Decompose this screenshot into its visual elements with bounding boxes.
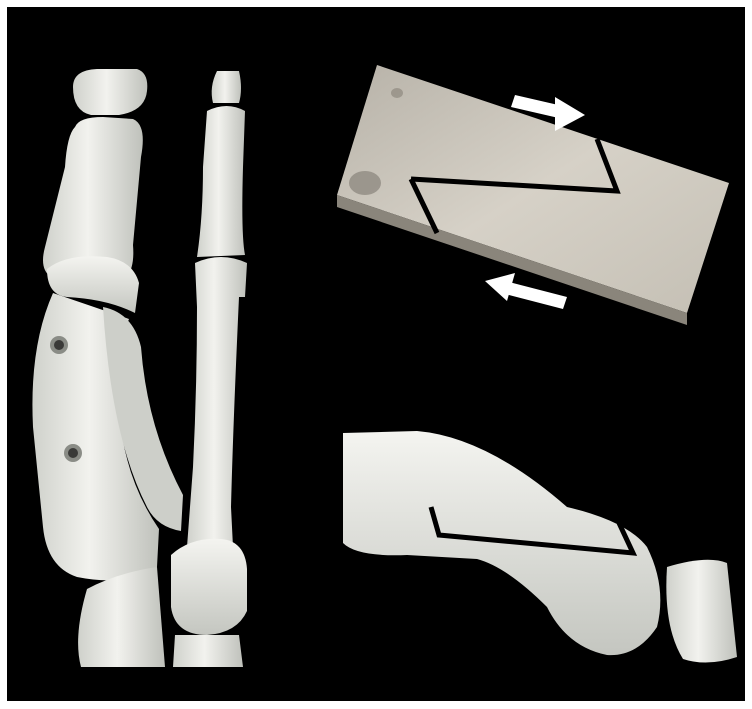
black-panel <box>7 7 745 701</box>
proximal-phalanx-2 <box>187 257 247 551</box>
proximal-phalanx <box>43 117 143 279</box>
phalanx-closeup <box>666 560 737 663</box>
screw-icon <box>50 336 68 354</box>
screw-icon <box>64 444 82 462</box>
illustration <box>7 7 745 701</box>
middle-phalanx-2 <box>197 106 245 257</box>
first-ray-bones <box>32 69 183 667</box>
metatarsal-base-2 <box>173 635 243 667</box>
second-ray-bones <box>171 71 247 667</box>
distal-phalanx <box>73 69 147 115</box>
metatarsal-head-2 <box>171 539 247 635</box>
metatarsal-closeup <box>343 431 737 663</box>
distal-phalanx-2 <box>212 71 241 103</box>
wood-block-model <box>337 65 729 325</box>
cuneiform <box>78 567 165 667</box>
